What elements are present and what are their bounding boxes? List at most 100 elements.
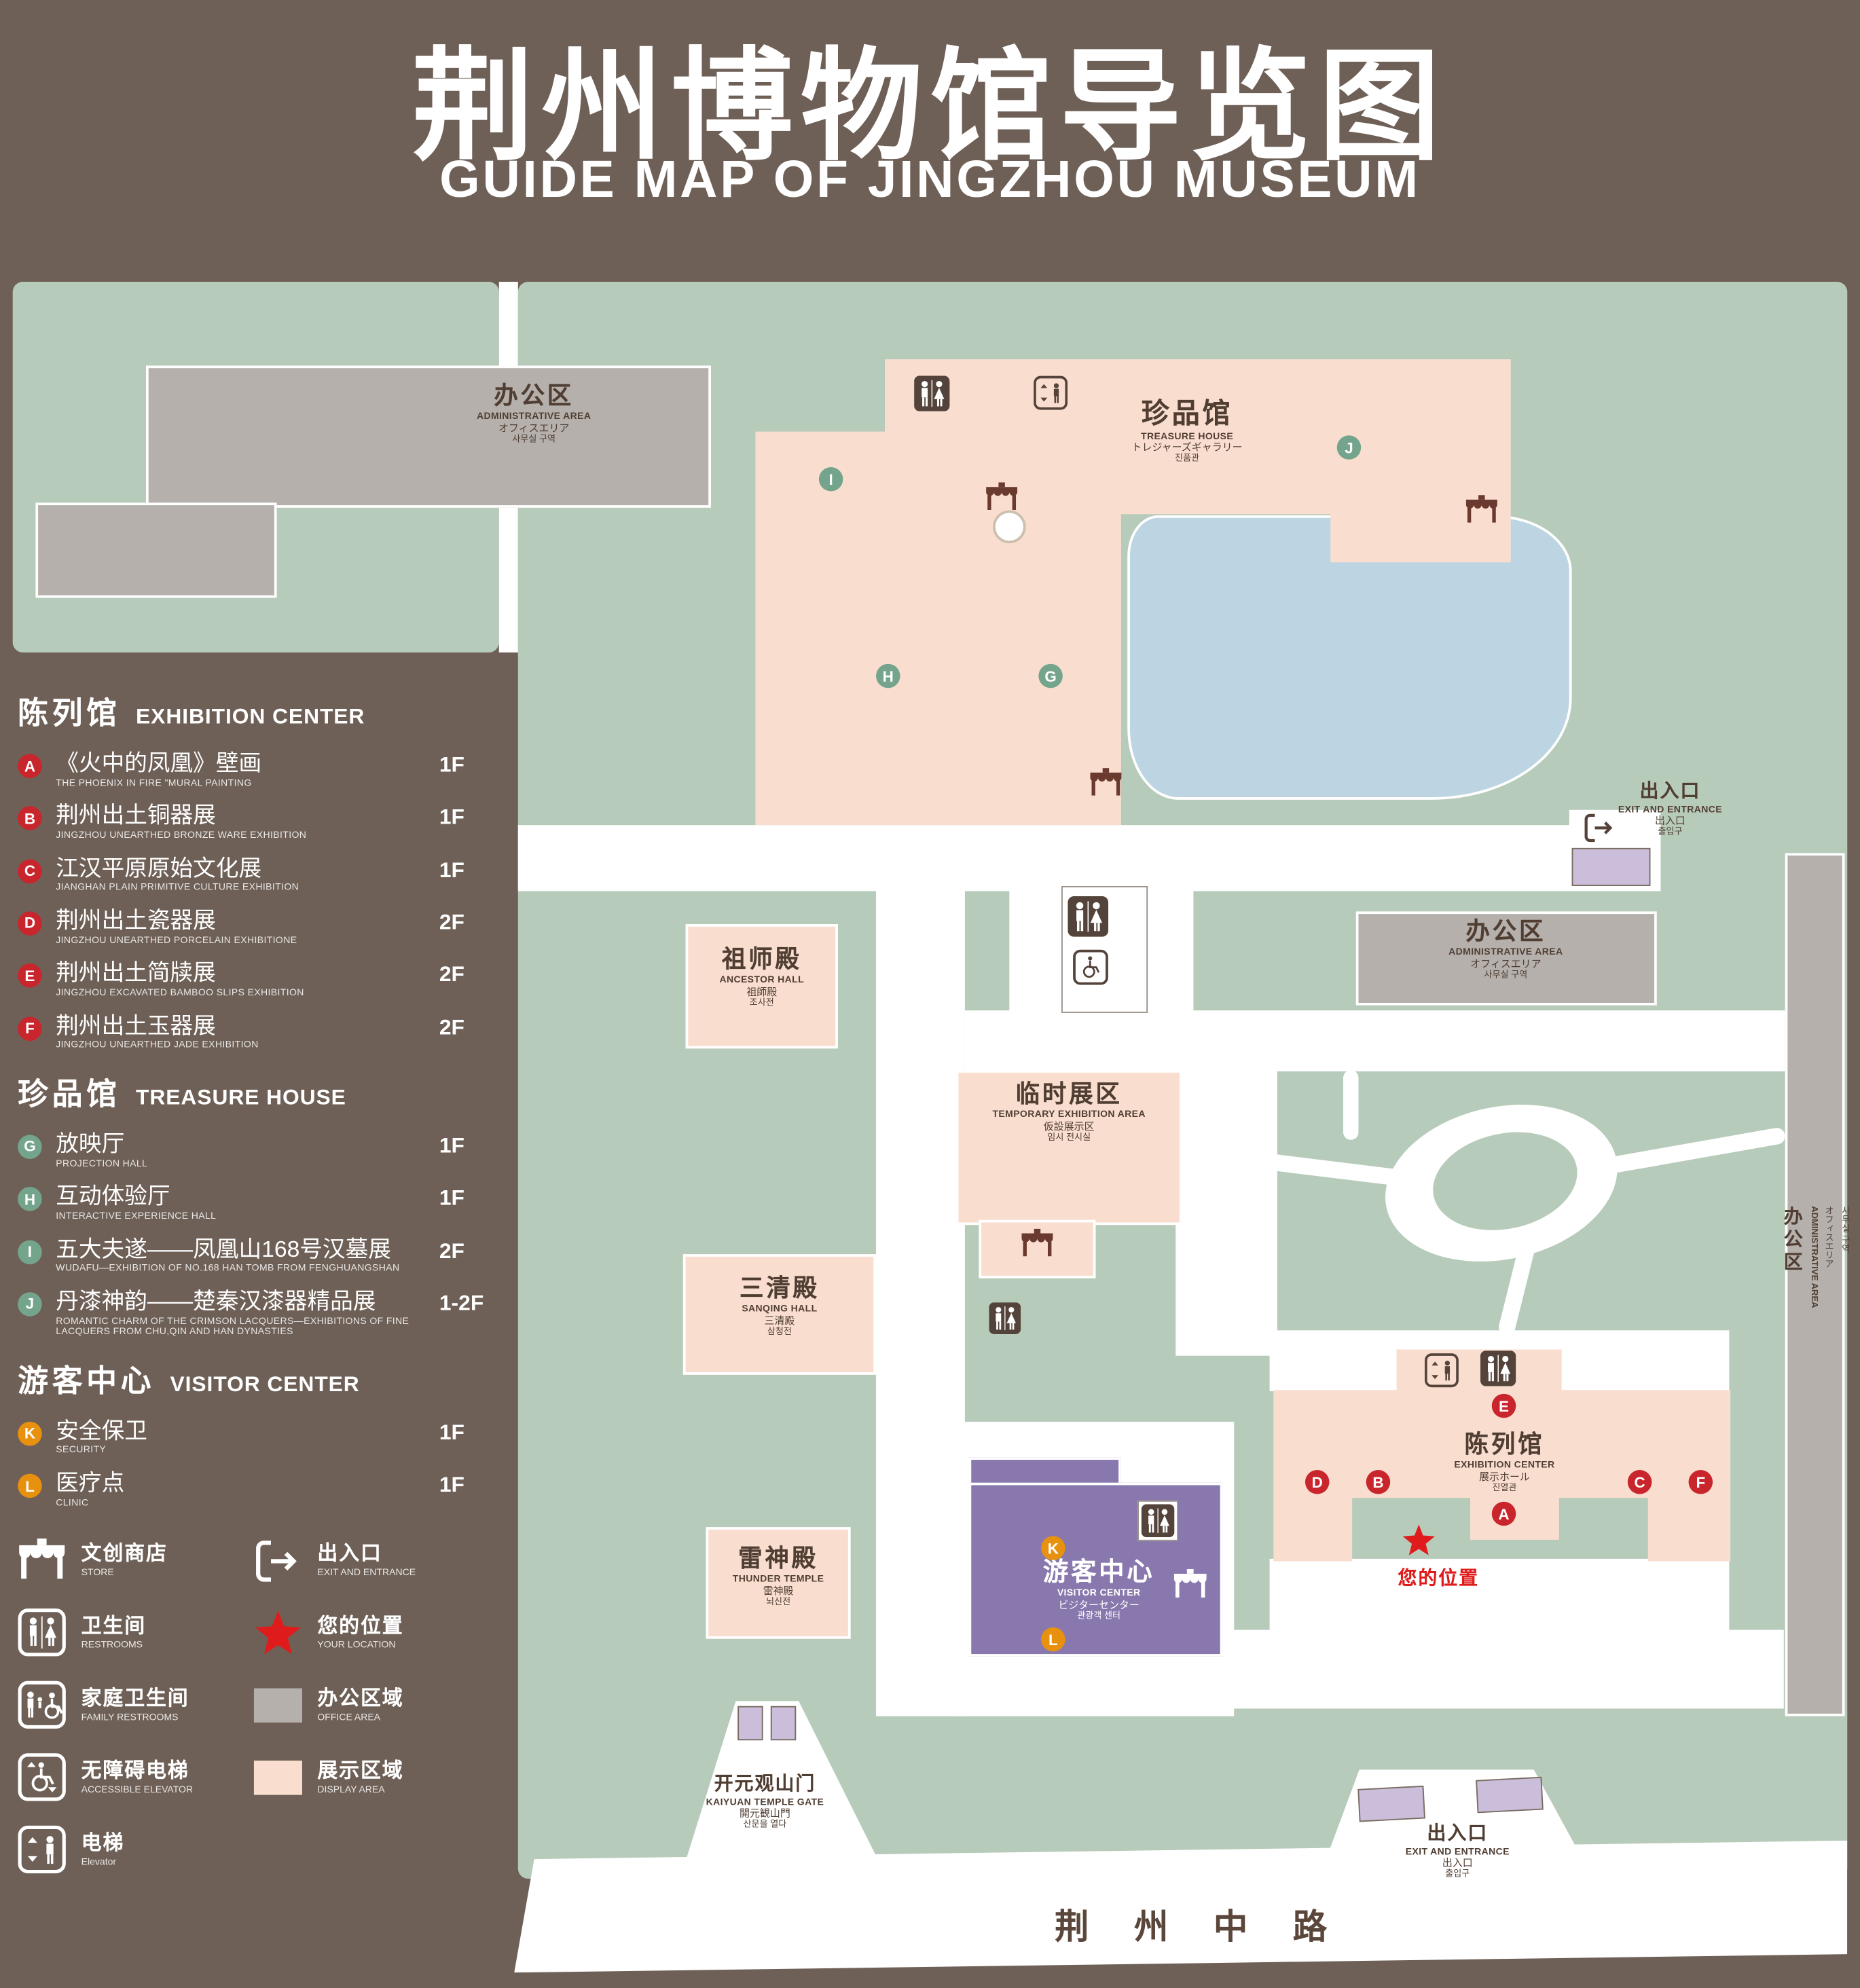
symbol-en: EXIT AND ENTRANCE: [317, 1566, 416, 1578]
item-en: WUDAFU—EXHIBITION OF NO.168 HAN TOMB FRO…: [56, 1262, 400, 1274]
symbol-en: Elevator: [81, 1855, 117, 1867]
marker-K: K: [18, 1421, 42, 1446]
label-ko: 출입구: [1445, 1870, 1470, 1879]
map-marker-C: C: [1627, 1469, 1652, 1494]
item-en: JINGZHOU EXCAVATED BAMBOO SLIPS EXHIBITI…: [56, 986, 304, 998]
path: [876, 827, 965, 1716]
building-ancestor-hall: [685, 924, 838, 1049]
symbol-en: OFFICE AREA: [317, 1710, 381, 1723]
item-zh: 安全保卫: [56, 1417, 147, 1443]
accessible-restroom-icon: [1073, 949, 1108, 985]
label-zh: 开元观山门: [714, 1773, 816, 1795]
section-title-en: TREASURE HOUSE: [136, 1085, 346, 1109]
item-en: THE PHOENIX IN FIRE "MURAL PAINTING: [56, 776, 252, 788]
marker-D: D: [18, 911, 42, 936]
marker-L: L: [18, 1473, 42, 1498]
family-restroom-icon: [18, 1681, 66, 1729]
building-sanqing-hall: [682, 1254, 877, 1375]
symbol-zh: 卫生间: [81, 1615, 147, 1638]
label-ja: ビジターセンター: [1058, 1599, 1139, 1611]
label-zh: 办公区: [494, 383, 575, 410]
restroom-icon: [914, 375, 950, 411]
label-zh: 祖师殿: [721, 946, 802, 974]
map-marker-H: H: [876, 663, 900, 688]
item-zh: 医疗点: [56, 1470, 125, 1496]
item-zh: 《火中的凤凰》壁画: [56, 750, 262, 776]
label-ja: オフィスエリア: [1470, 957, 1542, 970]
label-zh: 珍品馆: [1141, 397, 1233, 429]
building-label-visitor: 游客中心 VISITOR CENTER ビジターセンター 관광객 센터: [1000, 1559, 1197, 1622]
label-ja: 祖師殿: [746, 986, 778, 997]
symbol-zh: 电梯: [81, 1833, 125, 1855]
label-ko: 진열관: [1492, 1483, 1517, 1492]
label-ja: 開元観山門: [740, 1807, 790, 1820]
label-ja: 出入口: [1442, 1857, 1473, 1869]
entrance-block: [1357, 1785, 1425, 1822]
building-label-thunder: 雷神殿 THUNDER TEMPLE 雷神殿 뇌신전: [714, 1546, 843, 1608]
marker-B: B: [18, 806, 42, 831]
exit-icon: [254, 1539, 302, 1583]
legend-section-treasure: 珍品馆 TREASURE HOUSE: [18, 1069, 505, 1113]
gate-block: [737, 1706, 763, 1741]
item-floor: 1F: [439, 1420, 464, 1445]
symbol-zh: 展示区域: [317, 1761, 404, 1782]
label-ko: 사무실 구역: [1840, 1206, 1850, 1253]
label-ko: 관광객 센터: [1077, 1611, 1121, 1621]
marker-A: A: [18, 754, 42, 779]
building-admin-east-strip: [1785, 853, 1845, 1716]
item-en: PROJECTION HALL: [56, 1157, 148, 1169]
label-ko: 진품관: [1174, 454, 1200, 464]
label-ja: 出入口: [1655, 815, 1685, 827]
item-floor: 2F: [439, 1238, 464, 1263]
label-en: ADMINISTRATIVE AREA: [476, 410, 591, 422]
label-ko: 조사전: [749, 998, 774, 1008]
item-en: JIANGHAN PLAIN PRIMITIVE CULTURE EXHIBIT…: [56, 881, 299, 893]
building-label-treasure: 珍品馆 TREASURE HOUSE トレジャーズギャラリー 진품관: [1073, 397, 1302, 464]
label-zh: 出入口: [1639, 780, 1701, 803]
label-ko: 삼청전: [767, 1327, 792, 1336]
item-floor: 1-2F: [439, 1291, 484, 1315]
poster-title-en: GUIDE MAP OF JINGZHOU MUSEUM: [439, 149, 1421, 208]
label-en: TEMPORARY EXHIBITION AREA: [992, 1108, 1146, 1120]
store-icon: [985, 482, 1019, 511]
store-icon: [1173, 1568, 1207, 1600]
entrance-block: [1476, 1776, 1544, 1814]
item-floor: 1F: [439, 752, 464, 777]
section-title-zh: 陈列馆: [18, 697, 121, 731]
office-area-swatch: [253, 1688, 302, 1723]
label-zh: 陈列馆: [1464, 1431, 1545, 1459]
item-en: JINGZHOU UNEARTHED PORCELAIN EXHIBITIONE: [56, 934, 297, 946]
building-label-sanqing: 三清殿 SANQING HALL 三清殿 삼청전: [696, 1276, 864, 1338]
treasure-dome: [993, 510, 1026, 544]
building-label-temporary: 临时展区 TEMPORARY EXHIBITION AREA 仮設展示区 임시 …: [960, 1082, 1178, 1143]
label-zh: 出入口: [1427, 1822, 1489, 1845]
building-visitor-center: [968, 1482, 1223, 1657]
store-icon: [1089, 768, 1123, 797]
building-thunder-temple: [706, 1527, 851, 1639]
item-zh: 丹漆神韵——楚秦汉漆器精品展: [56, 1288, 376, 1314]
store-icon: [1021, 1228, 1054, 1258]
map-marker-L: L: [1041, 1627, 1065, 1652]
restroom-icon: [989, 1302, 1021, 1334]
label-ko: 사무실 구역: [512, 435, 556, 444]
section-title-en: VISITOR CENTER: [170, 1372, 360, 1397]
entrance-block: [1571, 847, 1651, 886]
label-en: ADMINISTRATIVE AREA: [1448, 946, 1563, 958]
path: [1269, 1558, 1730, 1640]
section-title-zh: 游客中心: [18, 1364, 156, 1399]
symbol-en: YOUR LOCATION: [317, 1638, 396, 1650]
item-en: INTERACTIVE EXPERIENCE HALL: [56, 1209, 217, 1221]
symbol-en: RESTROOMS: [81, 1638, 143, 1650]
item-floor: 1F: [439, 1185, 464, 1211]
symbol-en: STORE: [81, 1566, 114, 1578]
